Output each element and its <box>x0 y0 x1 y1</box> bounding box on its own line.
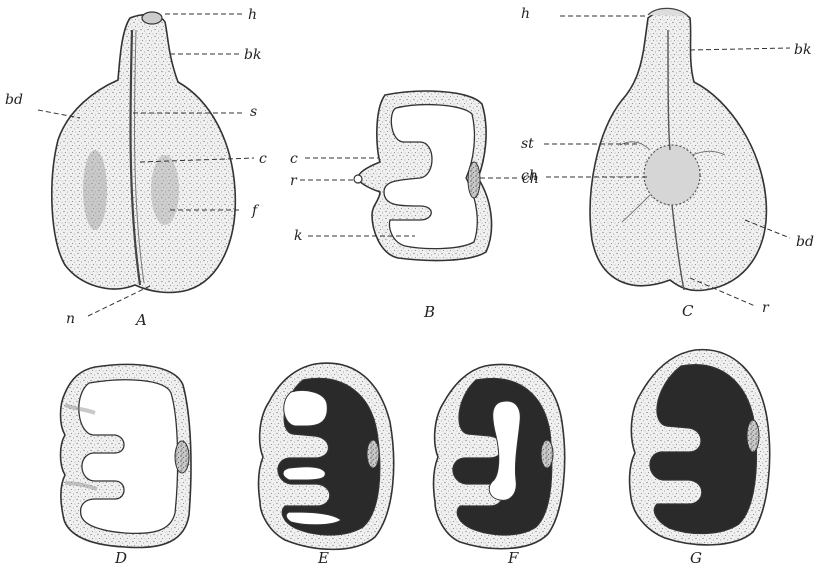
seed-c-chalaza <box>644 145 700 205</box>
label-b-k: k <box>294 228 302 244</box>
section-d-cavity <box>79 380 178 534</box>
section-g <box>630 350 770 545</box>
seed-a-body <box>52 15 236 293</box>
panel-label-a: A <box>134 311 147 329</box>
label-c-h: h <box>521 6 530 22</box>
panel-a-seed-ventral: h bk bd s c f n <box>5 7 267 327</box>
section-f-chalaza <box>541 440 553 468</box>
section-b-raphe <box>354 175 362 183</box>
section-d-chalaza <box>175 441 189 473</box>
label-b-r: r <box>290 173 298 189</box>
label-a-h: h <box>248 7 257 23</box>
label-a-bk: bk <box>244 47 261 63</box>
section-f <box>434 364 565 548</box>
label-a-f: f <box>251 203 260 219</box>
panel-label-e: E <box>317 549 329 567</box>
label-b-c: c <box>290 151 298 167</box>
label-a-c: c <box>259 151 267 167</box>
seed-c-head <box>648 8 688 16</box>
section-d <box>61 364 192 547</box>
label-c-st: st <box>521 136 534 152</box>
panel-label-b: B <box>423 303 435 321</box>
label-c-bd: bd <box>796 234 814 250</box>
seed-a-shading-right <box>151 155 179 225</box>
label-c-bk: bk <box>794 42 811 58</box>
label-a-s: s <box>250 104 257 120</box>
panel-b-section: c r ch k <box>290 91 539 260</box>
panel-label-g: G <box>690 549 702 567</box>
section-e <box>259 363 394 549</box>
panel-label-d: D <box>114 549 127 567</box>
label-a-bd: bd <box>5 92 23 108</box>
section-e-chalaza <box>367 440 379 468</box>
panel-c-seed-dorsal: h bk st ch bd r <box>521 6 814 316</box>
panel-label-f: F <box>507 549 519 567</box>
section-b-chalaza <box>468 162 480 198</box>
label-c-ch: ch <box>521 168 538 184</box>
panel-label-c: C <box>682 302 694 320</box>
section-g-chalaza <box>747 420 759 452</box>
label-a-n: n <box>66 311 75 327</box>
seed-a-beak <box>142 12 162 24</box>
seed-a-shading-left <box>83 150 107 230</box>
label-c-r: r <box>762 300 770 316</box>
